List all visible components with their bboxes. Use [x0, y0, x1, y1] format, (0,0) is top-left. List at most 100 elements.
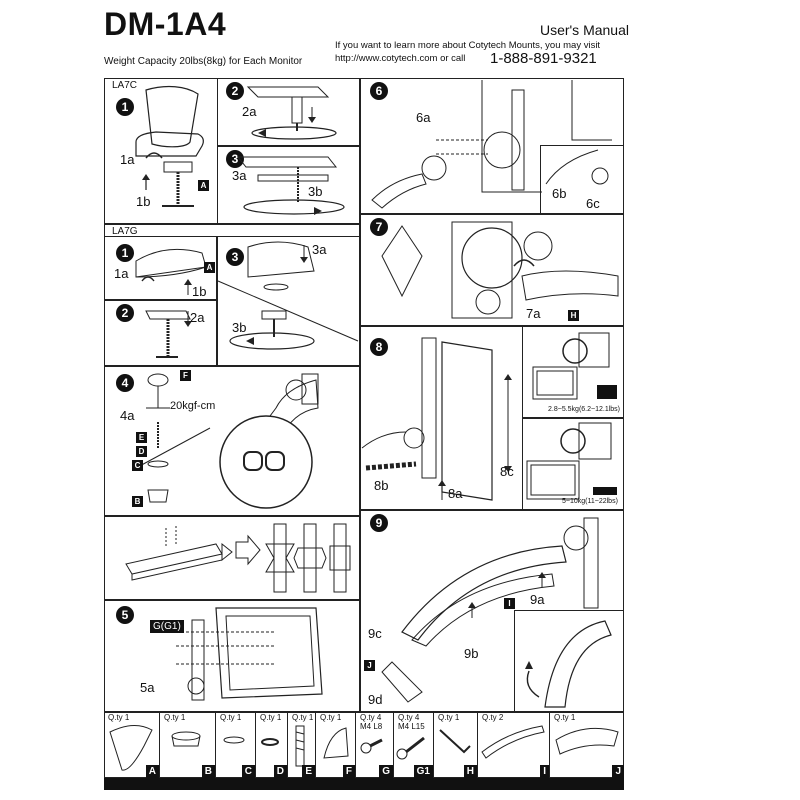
tag-c: C [132, 460, 143, 471]
callout-8a: 8a [448, 486, 463, 501]
step-number-9: 9 [370, 514, 388, 532]
callout-2a: 2a [242, 104, 257, 119]
weight-capacity: Weight Capacity 20lbs(8kg) for Each Moni… [104, 56, 303, 67]
step4-arm-illustration [135, 373, 319, 509]
callout-g3a: 3a [312, 242, 327, 257]
part-letter: F [342, 765, 355, 778]
part-qty: Q.ty 1 [164, 713, 186, 722]
weight-range-large: 5~10kg(11~22lbs) [562, 498, 618, 505]
callout-7a: 7a [526, 306, 541, 321]
part-qty: Q.ty 4 [360, 713, 382, 722]
step9-detail-box [514, 610, 624, 712]
step-number-6: 6 [370, 82, 388, 100]
part-c: Q.ty 1 C [216, 712, 256, 778]
part-e-icon [295, 725, 305, 767]
part-letter: I [540, 765, 549, 778]
callout-8b: 8b [374, 478, 389, 493]
part-spec: M4 L8 [360, 722, 383, 731]
callout-6b: 6b [552, 186, 567, 201]
part-qty: Q.ty 1 [260, 713, 282, 722]
callout-5a: 5a [140, 680, 155, 695]
part-f: Q.ty 1 F [316, 712, 356, 778]
part-qty: Q.ty 2 [482, 713, 504, 722]
step-number-8: 8 [370, 338, 388, 356]
tag-a-la7c: A [198, 180, 209, 191]
step9-detail-illustration [525, 620, 612, 708]
step6-illustration [371, 80, 612, 209]
callout-g2a: 2a [190, 310, 205, 325]
part-qty: Q.ty 1 [554, 713, 576, 722]
step5-monitor-illustration [176, 607, 323, 701]
part-d-icon [261, 738, 279, 746]
part-letter: B [201, 765, 215, 778]
part-i: Q.ty 2 I [478, 712, 550, 778]
part-letter: C [241, 765, 255, 778]
part-g1: Q.ty 4 M4 L15 G1 [394, 712, 434, 778]
step-number-1: 1 [116, 98, 134, 116]
step-number-7: 7 [370, 218, 388, 236]
part-qty: Q.ty 1 [108, 713, 130, 722]
callout-g3b: 3b [232, 320, 247, 335]
callout-9d: 9d [368, 692, 383, 707]
la7g-step1-box [104, 236, 217, 300]
step-number-g2: 2 [116, 304, 134, 322]
part-c-icon [223, 736, 245, 744]
info-line-2: http://www.cotytech.com or call [335, 53, 466, 64]
parts-list-frame [104, 712, 624, 778]
part-letter: D [273, 765, 287, 778]
part-d: Q.ty 1 D [256, 712, 288, 778]
step-number-5: 5 [116, 606, 134, 624]
part-letter: E [302, 765, 315, 778]
step5-section [104, 600, 360, 712]
part-h-icon [439, 729, 471, 754]
part-b-icon [171, 731, 201, 747]
callout-1b: 1b [136, 194, 151, 209]
tag-b: B [132, 496, 143, 507]
small-monitor-illustration [532, 332, 617, 400]
part-qty: Q.ty 1 [220, 713, 242, 722]
step6-detail-box [540, 145, 624, 214]
la7c-label: LA7C [112, 80, 138, 91]
part-letter: G [379, 765, 393, 778]
parts-list: Q.ty 1 A Q.ty 1 B Q.ty 1 C Q.ty 1 D Q.ty… [104, 712, 624, 778]
step7-section [360, 214, 624, 326]
la7g-step3-box [217, 236, 360, 366]
callout-9b: 9b [464, 646, 479, 661]
la7g-step2-box [104, 300, 217, 366]
callout-3b: 3b [308, 184, 323, 199]
la7g-step3-illustration [217, 241, 359, 350]
step8-large-monitor-box [522, 418, 624, 510]
callout-9a: 9a [530, 592, 545, 607]
step-number-3: 3 [226, 150, 244, 168]
callout-8c: 8c [500, 464, 514, 479]
step8-small-monitor-box [522, 326, 624, 418]
step4-section [104, 366, 360, 516]
step-number-g1: 1 [116, 244, 134, 262]
users-manual-label: User's Manual [539, 22, 629, 38]
la7c-step2-box [217, 78, 360, 146]
part-spec: M4 L15 [398, 722, 425, 731]
part-g1-icon [396, 736, 425, 760]
document-title: DM-1A4 [104, 6, 227, 42]
callout-6a: 6a [416, 110, 431, 125]
part-letter: G1 [413, 765, 433, 778]
step-number-2: 2 [226, 82, 244, 100]
tag-j: J [364, 660, 375, 671]
part-qty: Q.ty 4 [398, 713, 420, 722]
callout-9c: 9c [368, 626, 382, 641]
la7c-clamp-illustration [135, 85, 204, 207]
callout-g1a: 1a [114, 266, 129, 281]
part-qty: Q.ty 1 [292, 713, 314, 722]
tag-f: F [180, 370, 191, 381]
part-e: Q.ty 1 E [288, 712, 316, 778]
part-g-icon [360, 738, 383, 754]
tag-a-la7g: A [204, 262, 215, 273]
part-qty: Q.ty 1 [320, 713, 342, 722]
phone-number: 1-888-891-9321 [490, 50, 597, 67]
la7g-step2-illustration [145, 310, 192, 358]
part-h: Q.ty 1 H [434, 712, 478, 778]
part-qty: Q.ty 1 [438, 713, 460, 722]
step-number-g3: 3 [226, 248, 244, 266]
torque-value: 20kgf-cm [170, 400, 216, 412]
callout-3a: 3a [232, 168, 247, 183]
